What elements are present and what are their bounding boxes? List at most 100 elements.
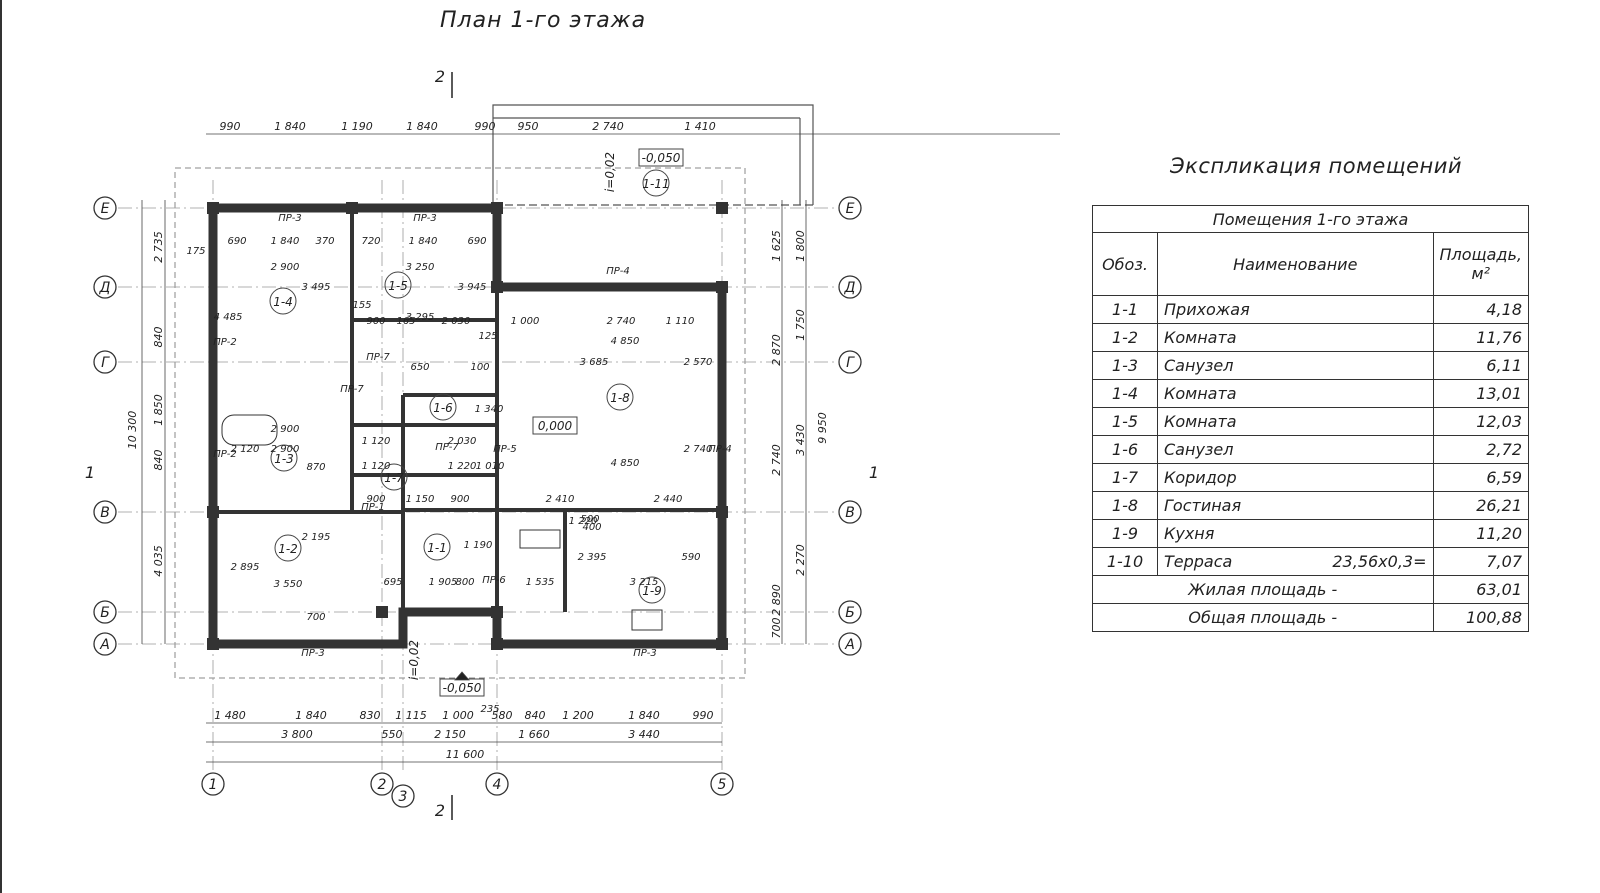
dimension-label: 1 115	[395, 709, 427, 722]
dimension-label: 11 600	[446, 748, 485, 761]
dimension-label: 3 495	[302, 282, 331, 293]
room-area: 12,03	[1432, 407, 1529, 436]
axis-bubble-left	[93, 632, 117, 656]
opening-label: ПР-4	[708, 444, 732, 455]
dimension-label: 1 840	[274, 120, 306, 133]
axis-label: А	[844, 637, 855, 653]
room-area: 13,01	[1432, 379, 1529, 408]
room-marker	[269, 287, 297, 315]
column	[207, 202, 219, 214]
explication-title: Экспликация помещений	[1170, 154, 1463, 178]
dimension-label: 1 220	[448, 461, 477, 472]
column	[716, 506, 728, 518]
living-area-value: 63,01	[1432, 575, 1529, 604]
room-marker	[270, 444, 298, 472]
dimension-label: 1 340	[475, 404, 504, 415]
room-area: 6,11	[1432, 351, 1529, 380]
explication-table: Помещения 1-го этажа Обоз. Наименование …	[1092, 205, 1529, 632]
dimension-label: 1 150	[406, 494, 435, 505]
axis-bubble-bottom	[201, 772, 225, 796]
dimension-label: 2 900	[271, 444, 300, 455]
room-area: 11,76	[1432, 323, 1529, 352]
axis-bubble-left	[93, 350, 117, 374]
room-code: 1-4	[1092, 379, 1158, 408]
column	[716, 638, 728, 650]
dimension-label: 2 195	[302, 532, 331, 543]
dimension-label: 370	[315, 236, 334, 247]
room-name: Санузел	[1157, 435, 1434, 464]
dimension-label: 1 660	[518, 728, 550, 741]
dimension-label: 10 300	[126, 411, 139, 450]
dimension-label: 3 295	[406, 312, 435, 323]
dimension-label: 840	[152, 450, 165, 471]
axis-label: В	[100, 505, 110, 521]
dimension-label: 2 570	[684, 357, 713, 368]
living-area-label: Жилая площадь -	[1092, 575, 1434, 604]
dimension-label: 1 535	[526, 577, 555, 588]
dimension-label: 3 215	[630, 577, 659, 588]
dimension-label: 2 895	[231, 562, 260, 573]
room-name: Комната	[1157, 323, 1434, 352]
dimension-label: 2 740	[684, 444, 713, 455]
dimension-label: 2 735	[152, 231, 165, 263]
room-code: 1-3	[274, 452, 294, 466]
dimension-label: 650	[410, 362, 429, 373]
dimension-label: 830	[360, 709, 381, 722]
room-marker	[606, 383, 634, 411]
room-code: 1-6	[1092, 435, 1158, 464]
dimension-label: 9 950	[816, 412, 829, 444]
table-caption: Помещения 1-го этажа	[1092, 205, 1529, 233]
room-area: 26,21	[1432, 491, 1529, 520]
column	[716, 281, 728, 293]
dimension-label: 990	[693, 709, 714, 722]
dimension-label: 800	[455, 577, 474, 588]
level-label: -0,050	[443, 681, 482, 695]
opening-label: ПР-3	[633, 648, 657, 659]
room-code: 1-1	[1092, 295, 1158, 324]
level-box	[532, 416, 578, 435]
dimension-label: 4 850	[611, 336, 640, 347]
dimension-label: 500	[580, 514, 599, 525]
axis-bubble-right	[838, 196, 862, 220]
dimension-label: 870	[306, 462, 325, 473]
dimension-label: 695	[383, 577, 402, 588]
plan-title: План 1-го этажа	[440, 8, 647, 33]
dimension-label: 1 840	[409, 236, 438, 247]
dimension-label: 235	[480, 704, 499, 715]
axis-bubble-bottom	[370, 772, 394, 796]
dimension-label: 2 440	[654, 494, 683, 505]
dimension-label: 1 840	[271, 236, 300, 247]
opening-label: ПР-3	[278, 213, 302, 224]
dimension-label: 1 190	[464, 540, 493, 551]
room-name: Санузел	[1157, 351, 1434, 380]
dimension-label: 990	[220, 120, 241, 133]
axis-bubble-left	[93, 500, 117, 524]
column	[207, 638, 219, 650]
dimension-label: 3 800	[281, 728, 313, 741]
dimension-label: 1 410	[684, 120, 716, 133]
dimension-label: 1 840	[295, 709, 327, 722]
room-area: 2,72	[1432, 435, 1529, 464]
dimension-label: 400	[582, 522, 601, 533]
slope-label: i=0,02	[407, 640, 421, 680]
dimension-label: 165	[396, 316, 415, 327]
dimension-label: 720	[361, 236, 380, 247]
dimension-label: 1 480	[214, 709, 246, 722]
dimension-label: 2 410	[546, 494, 575, 505]
dimension-label: 3 945	[458, 282, 487, 293]
room-name: Прихожая	[1157, 295, 1434, 324]
column	[491, 202, 503, 214]
column	[491, 606, 503, 618]
room-marker	[423, 533, 451, 561]
dimension-label: 3 550	[274, 579, 303, 590]
dimension-label: 990	[475, 120, 496, 133]
room-name: Гостиная	[1157, 491, 1434, 520]
room-code: 1-3	[1092, 351, 1158, 380]
room-area: 4,18	[1432, 295, 1529, 324]
dimension-label: 580	[492, 709, 513, 722]
room-name: Комната	[1157, 407, 1434, 436]
room-code: 1-8	[610, 391, 630, 405]
